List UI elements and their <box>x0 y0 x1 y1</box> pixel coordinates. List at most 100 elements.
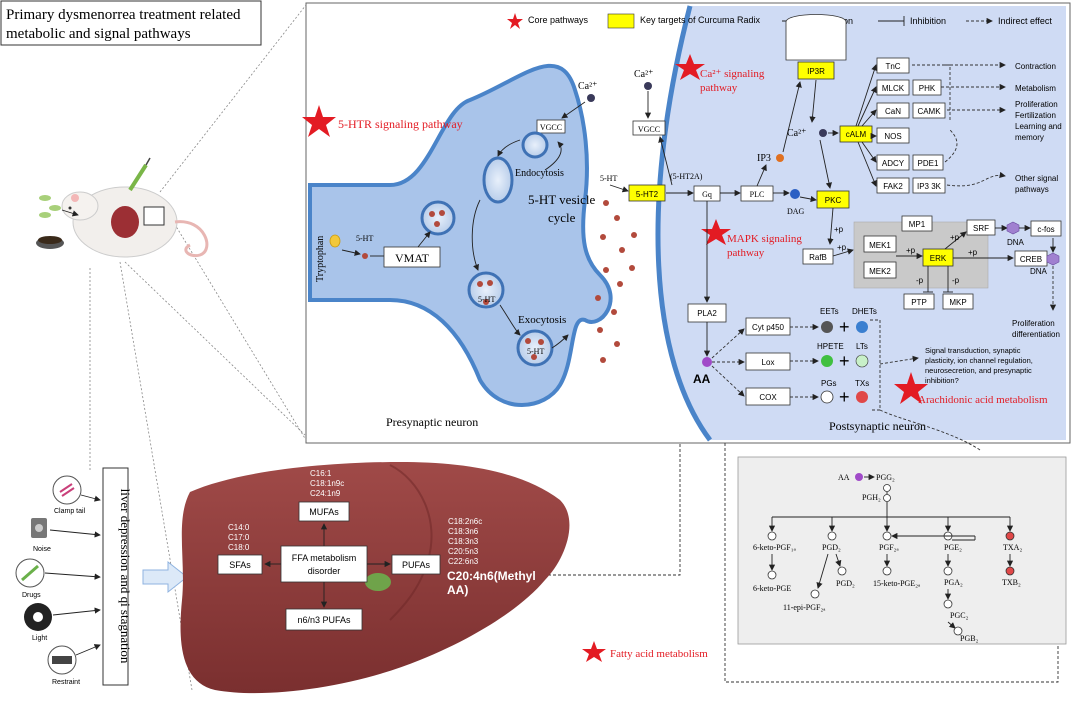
vesicle-filling <box>420 200 456 236</box>
erk-srf-plus-label: +p <box>950 233 960 242</box>
erk-box <box>922 248 954 267</box>
pga2-label: PGA₂ <box>944 578 963 587</box>
fak2-box <box>876 177 910 194</box>
camk-box <box>912 102 946 119</box>
plus-sign-1: + <box>839 317 850 337</box>
connector-lines <box>89 4 1059 691</box>
lts-label: LTs <box>856 342 868 351</box>
gq-label: Gq <box>702 190 712 199</box>
pgs-label: PGs <box>821 379 837 388</box>
prolif-diff-label-1: Proliferation <box>1012 319 1055 328</box>
pufa-item-5: C22:6n3 <box>448 557 479 566</box>
pufa-item-4: C20:5n3 <box>448 547 479 556</box>
aa-molecule <box>702 357 712 367</box>
ca-pathway-label-1: Ca²⁺ signaling <box>700 68 765 80</box>
pgf2a-node <box>882 531 892 541</box>
legend-inhibition-label: Inhibition <box>910 16 946 26</box>
ip33k-box <box>912 177 946 194</box>
rafb-box <box>802 248 834 265</box>
can-label: CaN <box>885 107 901 116</box>
vesicle-endocytosis-2 <box>482 156 514 204</box>
pgd2-label: PGD₂ <box>822 543 841 552</box>
sfa-item-1: C14:0 <box>228 523 250 532</box>
vesicle-endocytosis-1 <box>521 131 549 159</box>
postsynaptic-membrane <box>655 5 713 442</box>
adcy-box <box>876 154 910 171</box>
dna-1-label: DNA <box>1007 238 1025 247</box>
pufa-item-2: C18:3n6 <box>448 527 479 536</box>
erk-label: ERK <box>930 254 947 263</box>
ip33k-label: IP3 3K <box>917 182 942 191</box>
presyn-ca-ion <box>587 94 595 102</box>
cfos-box <box>1030 220 1062 237</box>
light-label: Light <box>32 635 47 642</box>
signal-label-3: neurosecretion, and presynaptic <box>925 366 1032 375</box>
phk-box <box>912 79 942 96</box>
mapk-pathway-label-2: pathway <box>727 247 765 259</box>
c20-label-2: AA) <box>447 583 468 597</box>
mouse-uterus-icon <box>111 206 139 238</box>
ca-pathway-label-2: pathway <box>700 82 738 94</box>
vesicle-cycle-label-1: 5-HT vesicle <box>528 192 595 207</box>
txa2-node <box>1005 531 1015 541</box>
prolif-diff-label-2: differentiation <box>1012 330 1060 339</box>
fa-star-icon <box>582 641 606 662</box>
pgd2-b-label: PGD₂ <box>836 579 855 588</box>
post-vgcc-label: VGCC <box>638 125 660 134</box>
sfas-label: SFAs <box>229 560 251 570</box>
camk-label: CAMK <box>917 107 941 116</box>
pgb2-node <box>953 626 963 636</box>
pde1-label: PDE1 <box>918 159 939 168</box>
rafb-label: RafB <box>809 253 827 262</box>
pgd2-b-node <box>837 566 847 576</box>
n6n3-box <box>285 608 363 631</box>
post-ca-label: Ca²⁺ <box>634 69 653 80</box>
mkp-box <box>942 293 974 310</box>
cyp450-box <box>745 317 791 336</box>
exocytosis-label: Exocytosis <box>518 314 566 326</box>
sfas-box <box>217 554 263 575</box>
dna-1-icon <box>1006 221 1020 235</box>
vesicle-5ht-label-1: 5-HT <box>478 295 495 304</box>
srf-box <box>966 219 996 236</box>
pgc2-node <box>943 599 953 609</box>
legend-targets-label: Key targets of Curcuma Radix <box>640 15 761 25</box>
mouse-illustration <box>36 157 209 258</box>
clamp-tail-icon <box>52 475 82 505</box>
dhets-label: DHETs <box>852 307 877 316</box>
ptp-minus-label: -p <box>916 276 924 285</box>
title-line-2: metabolic and signal pathways <box>6 26 191 42</box>
txs-label: TXs <box>855 379 869 388</box>
clamp-tail-label: Clamp tail <box>54 508 86 515</box>
htr-pathway-label: 5-HTR signaling pathway <box>338 117 463 131</box>
nos-label: NOS <box>884 132 901 141</box>
pill-icon-3 <box>39 212 51 218</box>
post-5ht-label: 5-HT <box>600 174 617 183</box>
pg-cascade-panel: AA PGG₂ PGH₂ 6-keto-PGF₁ₐ 6-keto-PGE PGD… <box>737 456 1067 645</box>
htr-star-icon <box>302 105 336 137</box>
creb-label: CREB <box>1020 255 1042 264</box>
n6n3-label: n6/n3 PUFAs <box>297 615 351 625</box>
aa-pathway-label: Arachidonic acid metabolism <box>918 394 1048 406</box>
liver-illustration: C16:1 C18:1n9c C24:1n9 MUFAs C14:0 C17:0… <box>180 462 570 694</box>
gallbladder-icon <box>365 573 391 591</box>
cox-box <box>745 387 791 406</box>
pill-icon-2 <box>49 205 61 211</box>
pgs-molecule <box>820 390 834 404</box>
c20-label-1: C20:4n6(Methyl <box>447 569 536 583</box>
fak2-label: FAK2 <box>883 182 903 191</box>
plus-sign-2: + <box>839 351 850 371</box>
ht2a-label: (5-HT2A) <box>670 172 703 181</box>
pgb2-label: PGB₂ <box>960 634 979 643</box>
mek-erk-plus-label: +p <box>906 246 916 255</box>
mek1-label: MEK1 <box>869 241 891 250</box>
post-ca-ion <box>644 82 652 90</box>
ht2-receptor <box>628 184 666 202</box>
lox-box <box>745 352 791 371</box>
txb2-label: TXB₂ <box>1002 578 1021 587</box>
eets-label: EETs <box>820 307 839 316</box>
ca-star-icon <box>675 54 705 80</box>
plus-sign-3: + <box>839 387 850 407</box>
post-aa-label: AA <box>693 372 711 386</box>
dna-2-label: DNA <box>1030 267 1048 276</box>
